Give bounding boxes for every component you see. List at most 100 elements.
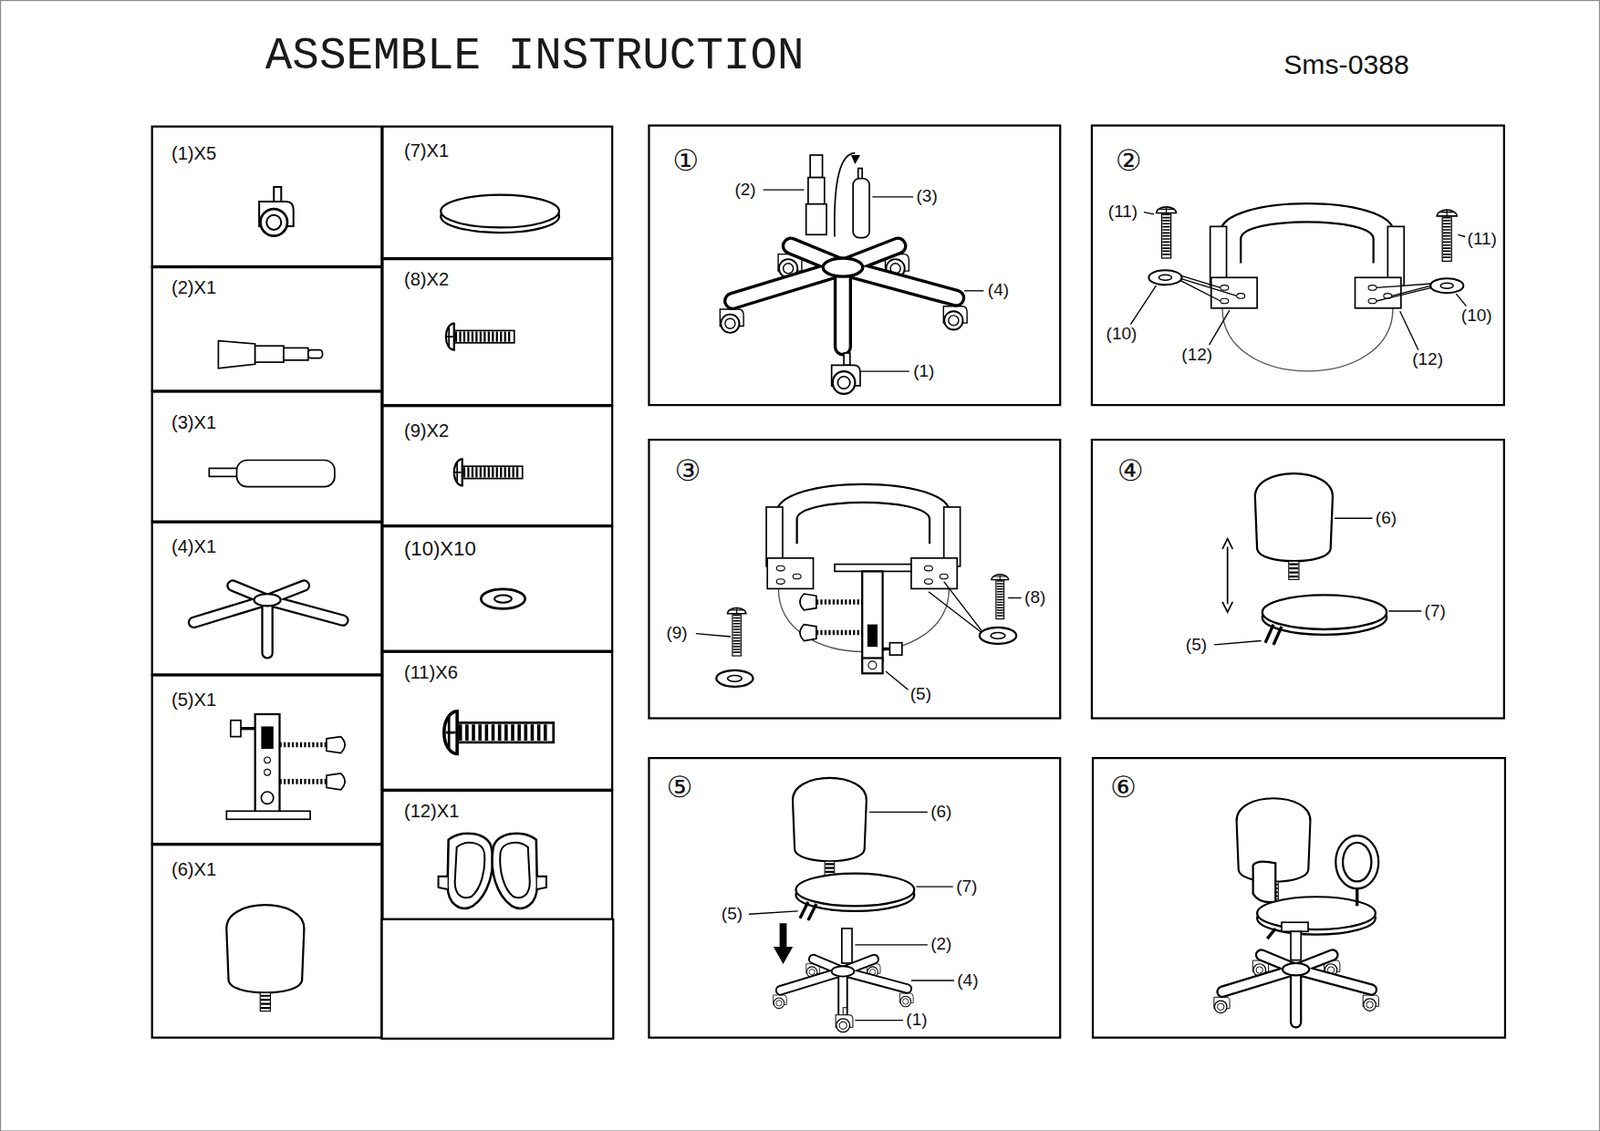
step-number: ⑤ bbox=[665, 771, 1060, 804]
part-cell: (5)X1 bbox=[151, 674, 384, 845]
callout-number: (7) bbox=[955, 876, 977, 897]
seat-figure bbox=[796, 873, 915, 912]
insert-arrow bbox=[834, 153, 856, 238]
armrest-part bbox=[491, 833, 546, 909]
backrest-figure bbox=[1255, 473, 1333, 580]
caster-figure bbox=[835, 1007, 853, 1033]
washer-figure bbox=[716, 670, 753, 687]
callout-number: (1) bbox=[905, 1009, 927, 1030]
part-cell: (4)X1 bbox=[151, 521, 384, 676]
arrow-head bbox=[851, 155, 861, 165]
callout-number: (2) bbox=[930, 935, 952, 956]
callout-number: (5) bbox=[910, 685, 932, 706]
part-label: (10)X10 bbox=[404, 538, 612, 561]
part-cell: (11)X6 bbox=[381, 651, 613, 791]
caster-part bbox=[259, 187, 294, 237]
part-cell: (12)X1 bbox=[381, 789, 613, 921]
part-cell: (7)X1 bbox=[381, 125, 613, 260]
title: ASSEMBLE INSTRUCTION bbox=[265, 31, 805, 84]
callout-number: (4) bbox=[956, 970, 978, 991]
base-figure bbox=[719, 244, 967, 348]
step-panel: ⑥ bbox=[1091, 757, 1507, 1039]
part-label: (12)X1 bbox=[404, 801, 612, 822]
leader-lines bbox=[763, 189, 985, 372]
callout-number: (1) bbox=[913, 361, 935, 382]
step-number: ④ bbox=[1117, 455, 1504, 488]
armrest-part bbox=[438, 833, 493, 909]
washer-figure bbox=[979, 627, 1017, 645]
seat-part bbox=[440, 195, 560, 233]
part-cell: (8)X2 bbox=[381, 258, 613, 406]
mechanism-figure bbox=[800, 564, 912, 675]
part-cell: (3)X1 bbox=[151, 390, 384, 522]
part-label: (2)X1 bbox=[171, 278, 381, 299]
part-cell: (1)X5 bbox=[151, 125, 384, 268]
step-panel: ④ bbox=[1090, 438, 1506, 720]
assembled-chair bbox=[1214, 798, 1380, 1023]
screw-figure bbox=[991, 574, 1009, 620]
cylinder-figure bbox=[852, 168, 870, 239]
lever bbox=[1265, 624, 1282, 645]
callout-number: (3) bbox=[916, 187, 938, 208]
part-label: (5)X1 bbox=[171, 690, 381, 711]
step-number: ① bbox=[672, 145, 1060, 177]
lever bbox=[800, 902, 817, 921]
callout-number: (5) bbox=[1185, 634, 1207, 655]
washer-figure bbox=[1430, 278, 1464, 293]
callout-number: (12) bbox=[1412, 350, 1444, 371]
callout-number: (2) bbox=[734, 179, 756, 200]
leader-lines bbox=[748, 811, 955, 1020]
screw-figure bbox=[1156, 207, 1177, 259]
step-number: ② bbox=[1115, 145, 1504, 177]
part-label: (9)X2 bbox=[404, 421, 612, 442]
part-cell: (6)X1 bbox=[151, 843, 384, 1039]
backrest-part bbox=[226, 904, 304, 1011]
double-arrow bbox=[1222, 539, 1233, 613]
callout-number: (6) bbox=[1375, 508, 1397, 529]
gas-lift-figure bbox=[806, 155, 827, 235]
callout-number: (6) bbox=[930, 801, 952, 822]
backrest-figure bbox=[792, 778, 867, 880]
callout-number: (7) bbox=[1424, 601, 1446, 622]
callout-number: (11) bbox=[1108, 201, 1138, 222]
screw-figure bbox=[1436, 209, 1457, 261]
part-label: (3)X1 bbox=[171, 413, 381, 434]
callout-number: (9) bbox=[665, 623, 687, 644]
caster-figure bbox=[831, 353, 861, 395]
callout-number: (11) bbox=[1467, 229, 1497, 250]
leader-lines bbox=[696, 581, 1022, 691]
part-label: (4)X1 bbox=[171, 538, 381, 559]
washer-figure bbox=[1148, 270, 1182, 285]
screw-part bbox=[444, 711, 554, 755]
part-cell: (2)X1 bbox=[151, 266, 384, 393]
callout-number: (10) bbox=[1106, 324, 1138, 345]
callout-number: (12) bbox=[1181, 344, 1213, 365]
empty-cell bbox=[381, 919, 613, 1039]
part-label: (6)X1 bbox=[171, 860, 381, 881]
part-label: (1)X5 bbox=[171, 144, 381, 165]
base-part bbox=[194, 585, 343, 654]
washer-part bbox=[480, 589, 525, 609]
gas-lift-part bbox=[218, 341, 323, 369]
screw-figure bbox=[727, 608, 746, 656]
step-panel: ⑤ bbox=[647, 757, 1061, 1039]
part-label: (7)X1 bbox=[404, 141, 612, 162]
model-number: Sms-0388 bbox=[1283, 49, 1410, 82]
callout-number: (4) bbox=[987, 280, 1009, 302]
callout-number: (5) bbox=[721, 903, 743, 925]
step-number: ⑥ bbox=[1110, 771, 1505, 804]
screw-part bbox=[446, 323, 515, 351]
step-panel: ③ bbox=[647, 438, 1061, 720]
callout-number: (10) bbox=[1461, 306, 1493, 327]
cylinder-part bbox=[208, 459, 335, 487]
chair-bottom-figure bbox=[1210, 203, 1405, 372]
mechanism-part bbox=[226, 714, 345, 820]
part-cell: (10)X10 bbox=[381, 525, 613, 653]
step-panel: ① bbox=[647, 124, 1061, 406]
down-arrow bbox=[773, 923, 793, 965]
leader-lines bbox=[1214, 518, 1422, 645]
gas-lift-figure bbox=[841, 928, 852, 964]
